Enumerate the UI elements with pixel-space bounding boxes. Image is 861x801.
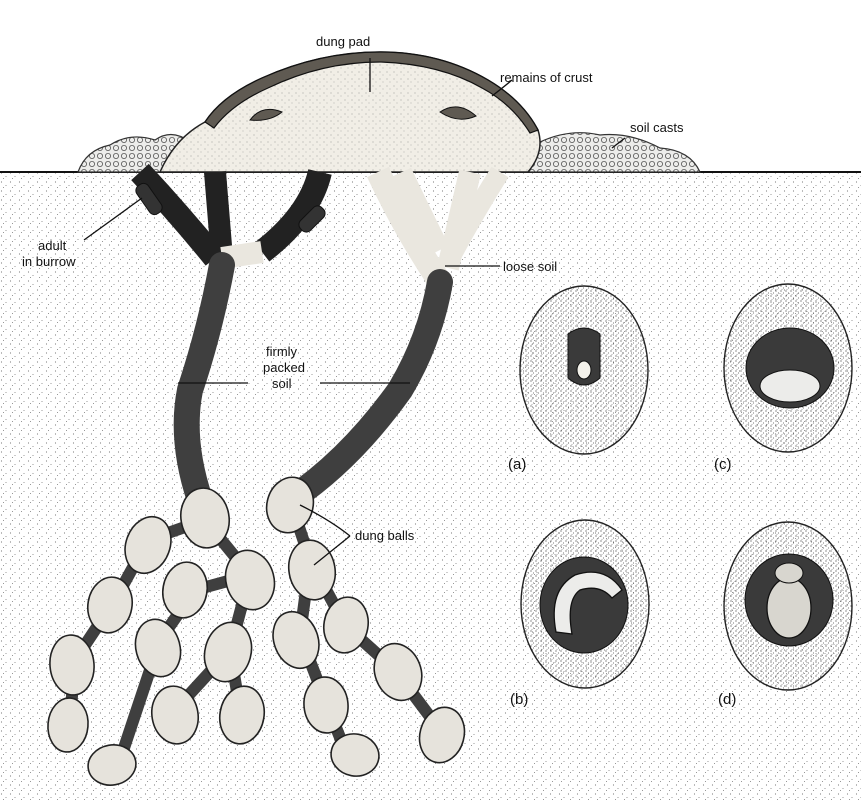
pupa [760,370,820,402]
adult-beetle-in-ball [767,578,811,638]
beetle-head [775,563,803,583]
larva-chamber [540,557,628,653]
label-packed: packed [263,360,305,375]
label-adult-line1: adult [38,238,67,253]
label-dung-balls: dung balls [355,528,415,543]
label-soil: soil [272,376,292,391]
label-soil-casts: soil casts [630,120,684,135]
label-dung-pad: dung pad [316,34,370,49]
label-adult-line2: in burrow [22,254,76,269]
label-remains-of-crust: remains of crust [500,70,593,85]
panel-label-c: (c) [714,456,732,473]
panel-label-b: (b) [510,691,528,708]
label-loose-soil: loose soil [503,259,557,274]
label-firmly: firmly [266,344,298,359]
panel-label-d: (d) [718,691,736,708]
panel-label-a: (a) [508,456,526,473]
egg [577,361,591,379]
